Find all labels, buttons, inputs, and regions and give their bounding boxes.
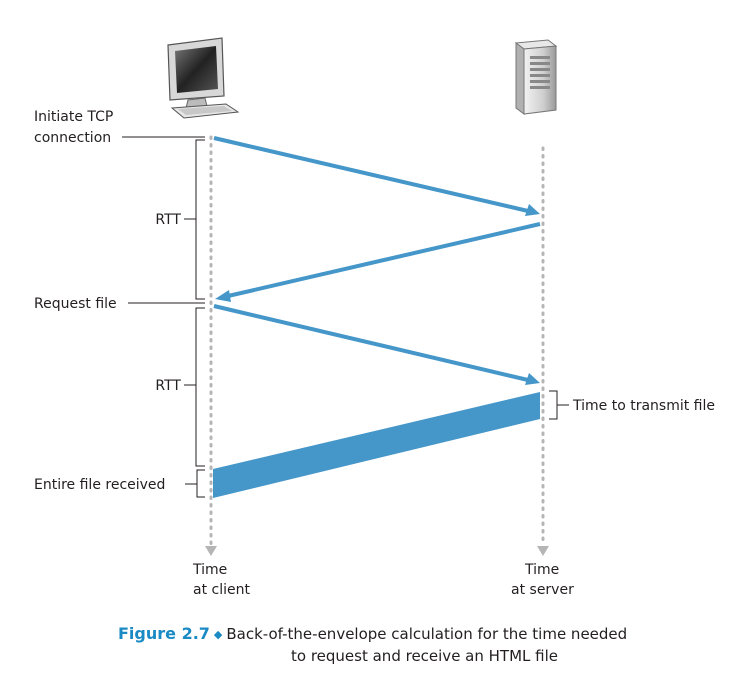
diamond-icon: ◆ bbox=[213, 628, 223, 641]
rtt-bracket-2 bbox=[195, 307, 205, 467]
initiate-label-line2: connection bbox=[34, 130, 111, 146]
initiate-label-line1: Initiate TCP bbox=[34, 109, 113, 125]
client-time-label-line1: Time bbox=[192, 562, 227, 578]
time-to-transmit-label: Time to transmit file bbox=[572, 398, 715, 414]
file-received-bracket bbox=[196, 469, 205, 498]
server-time-label-line1: Time bbox=[524, 562, 559, 578]
server-timeline bbox=[537, 146, 549, 556]
http-timing-diagram: Initiate TCP connection RTT Request file… bbox=[34, 37, 715, 598]
request-arrow bbox=[213, 304, 540, 385]
rtt-label-1: RTT bbox=[155, 212, 181, 228]
entire-file-received-label: Entire file received bbox=[34, 477, 165, 493]
figure-number: Figure 2.7 bbox=[118, 624, 210, 643]
synack-arrow bbox=[215, 222, 541, 302]
server-tower-icon bbox=[514, 39, 558, 115]
rtt-bracket-1 bbox=[195, 139, 205, 300]
server-time-label-line2: at server bbox=[511, 582, 574, 598]
syn-arrow bbox=[213, 136, 540, 216]
rtt-label-2: RTT bbox=[155, 378, 181, 394]
file-transfer-band bbox=[213, 392, 540, 498]
caption-text-line1: Back-of-the-envelope calculation for the… bbox=[226, 625, 628, 643]
transmit-bracket bbox=[549, 390, 558, 420]
caption-text-line2: to request and receive an HTML file bbox=[291, 647, 559, 665]
request-file-label: Request file bbox=[34, 296, 117, 312]
client-timeline bbox=[205, 135, 217, 556]
figure-caption: Figure 2.7◆Back-of-the-envelope calculat… bbox=[118, 624, 738, 666]
desktop-computer-icon bbox=[167, 37, 240, 119]
client-time-label-line2: at client bbox=[193, 582, 250, 598]
